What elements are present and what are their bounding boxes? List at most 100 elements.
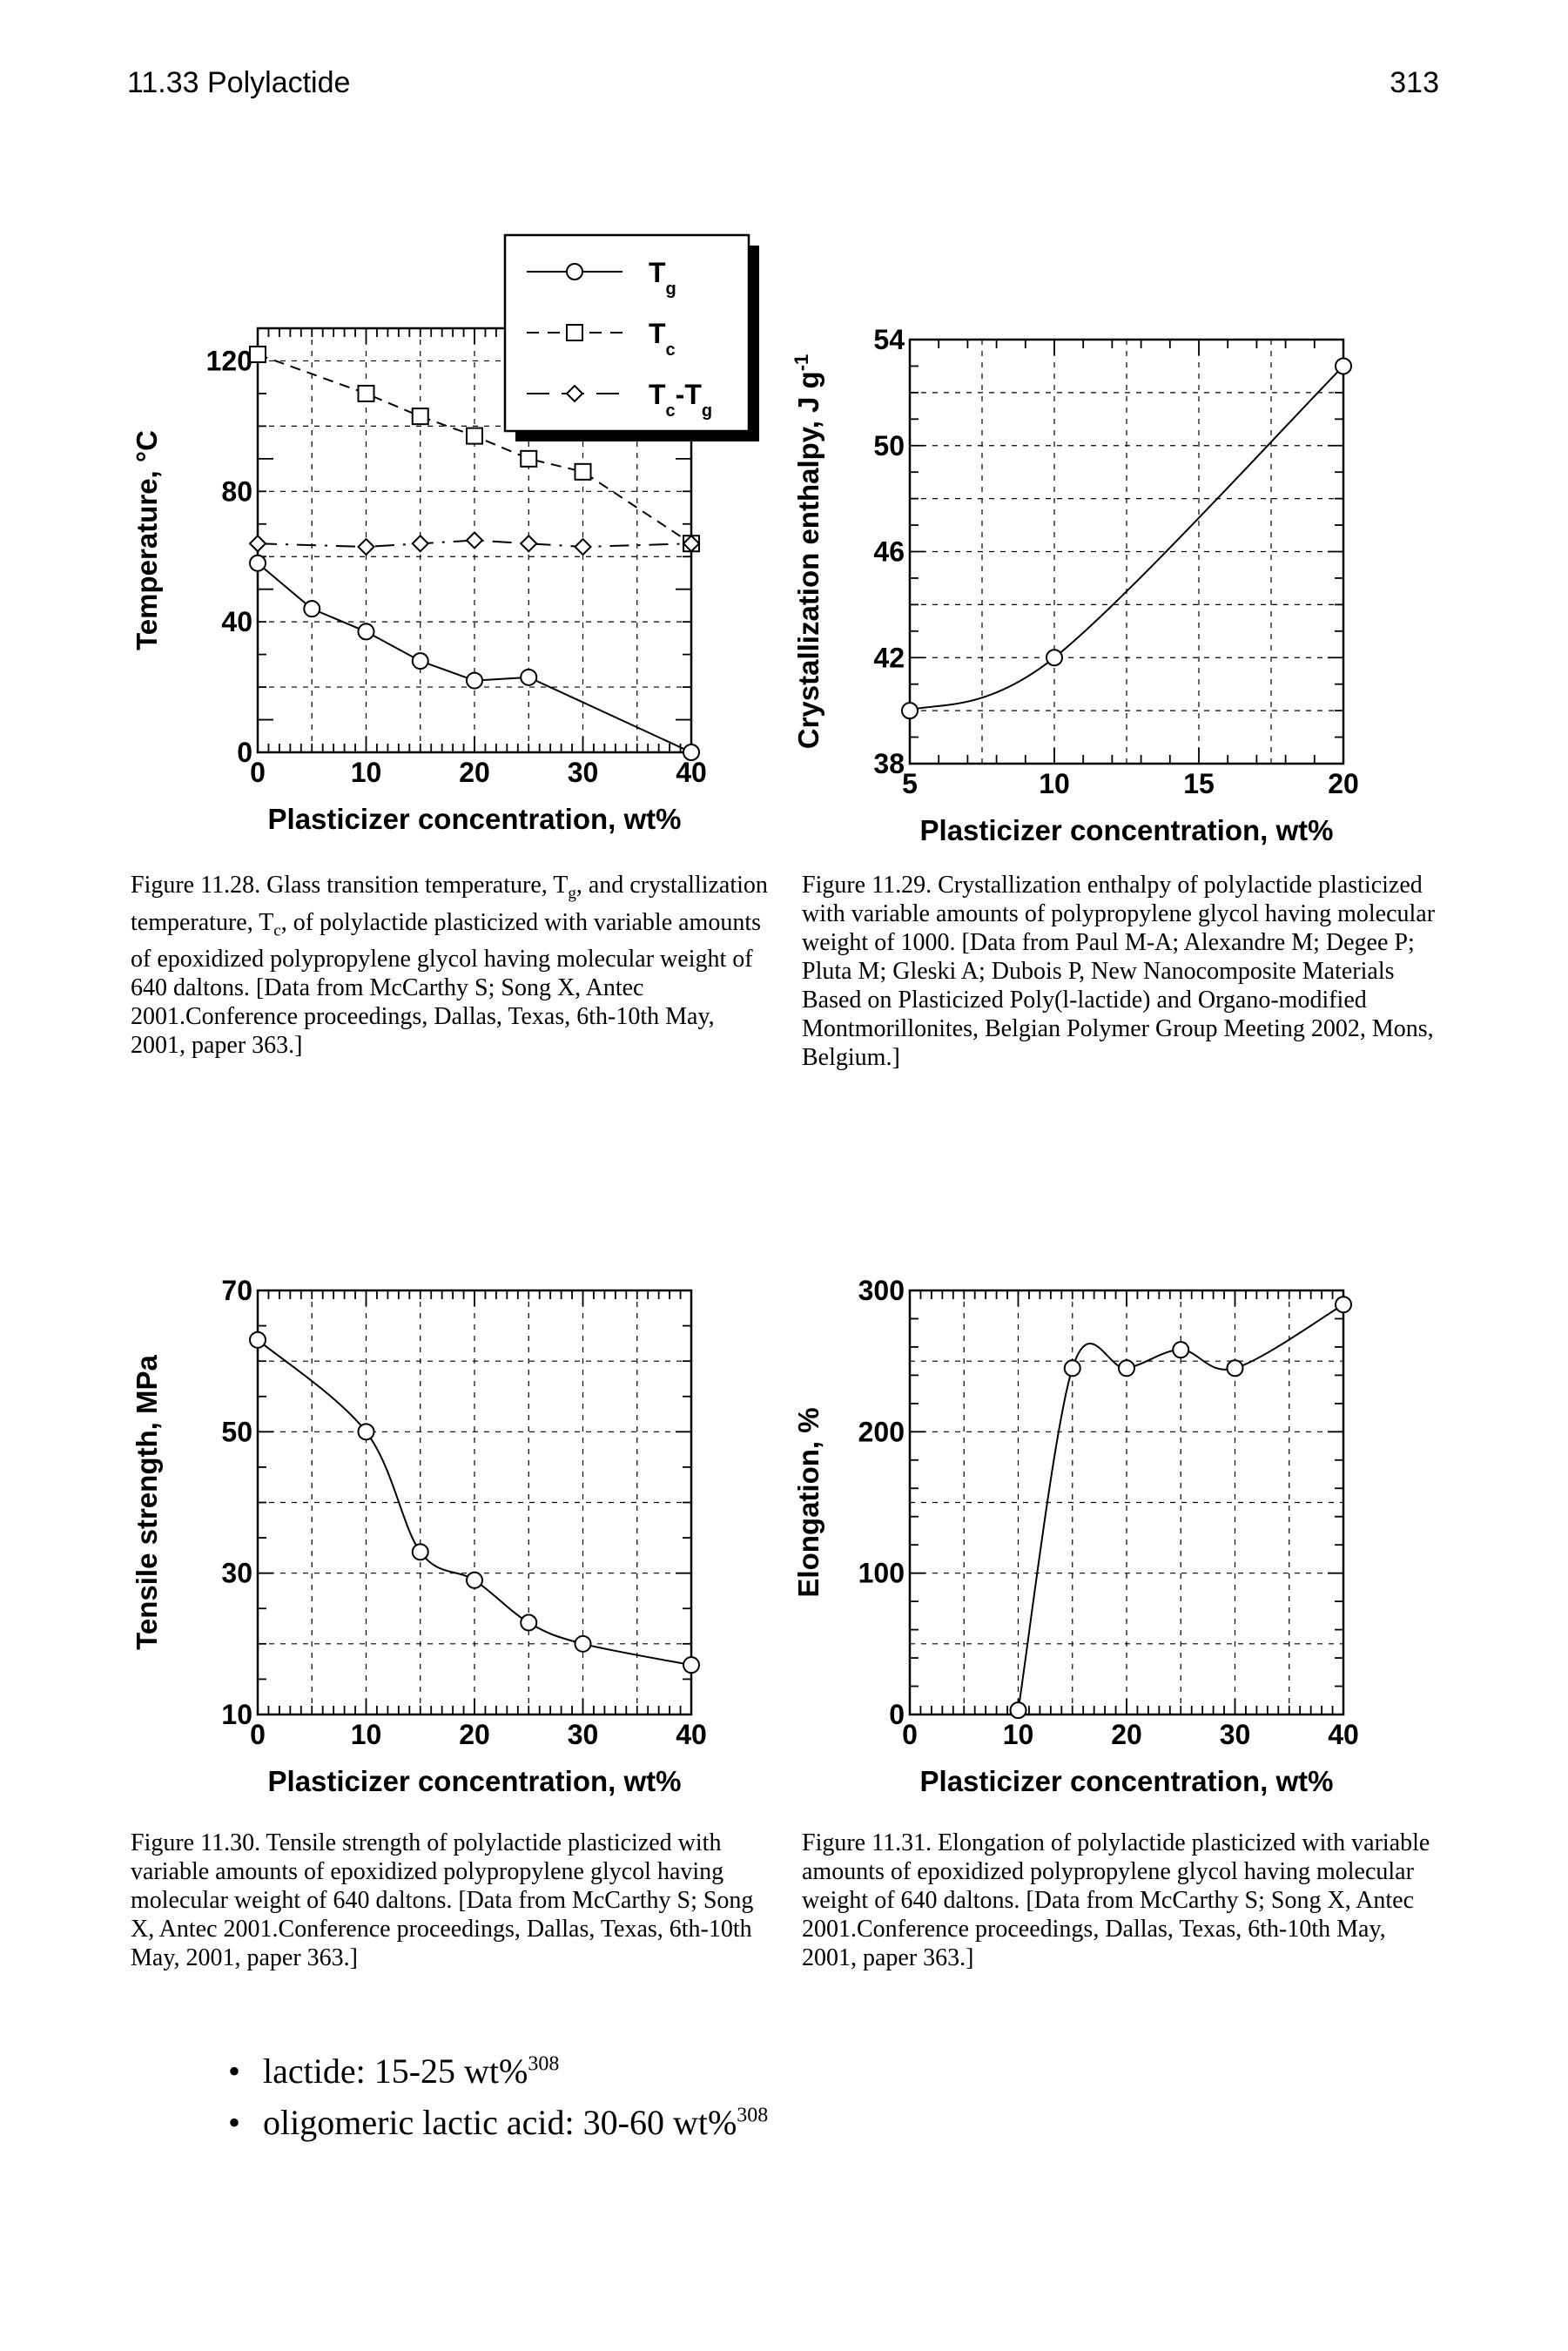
- legend-label: Tc-Tg: [649, 379, 712, 421]
- y-tick-label: 42: [873, 642, 905, 673]
- y-tick-label: 38: [873, 748, 905, 779]
- series-1: [1009, 1296, 1352, 1720]
- data-point: [249, 345, 266, 363]
- bullet-item: lactide: 15-25 wt%308: [228, 2051, 768, 2092]
- x-tick-label: 30: [568, 1719, 599, 1750]
- data-point: [566, 324, 583, 341]
- y-tick-label: 46: [873, 536, 905, 568]
- series-1: [249, 1330, 700, 1674]
- legend-box: [503, 233, 750, 433]
- y-axis-label: Tensile strength, MPa: [131, 1355, 163, 1650]
- y-tick-label: 30: [221, 1558, 252, 1589]
- y-axis-label: Temperature, °C: [131, 430, 163, 650]
- data-point: [574, 537, 592, 556]
- legend-subscript: c: [666, 401, 676, 421]
- y-tick-label: 50: [221, 1416, 252, 1447]
- x-tick-label: 40: [1328, 1719, 1359, 1750]
- y-tick-label: 200: [858, 1416, 905, 1447]
- y-tick-label: 54: [873, 324, 905, 355]
- legend-subscript: g: [666, 280, 676, 299]
- data-point: [683, 1656, 700, 1674]
- grid: [910, 340, 1343, 764]
- x-tick-label: 40: [676, 1719, 707, 1750]
- data-point: [1046, 649, 1063, 667]
- series-1: [901, 357, 1352, 720]
- x-tick-label: 5: [902, 768, 918, 799]
- caption-figure-11-30: Figure 11.30. Tensile strength of polyla…: [131, 1829, 775, 1972]
- data-point: [519, 534, 538, 553]
- x-axis-label: Plasticizer concentration, wt%: [920, 1765, 1334, 1797]
- data-point: [411, 1543, 429, 1561]
- data-point: [574, 462, 592, 481]
- series-3: [248, 531, 701, 556]
- data-point: [565, 384, 584, 403]
- tick-marks: [909, 339, 1344, 765]
- legend-label-part: -T: [676, 379, 703, 410]
- data-point: [411, 534, 430, 553]
- running-header: 11.33 Polylactide: [127, 66, 351, 99]
- data-point: [683, 744, 700, 761]
- caption-text: Figure 11.30. Tensile strength of polyla…: [131, 1829, 754, 1971]
- x-tick-label: 20: [1328, 768, 1359, 799]
- grid: [910, 1290, 1343, 1714]
- data-point: [466, 427, 483, 445]
- x-tick-label: 10: [351, 757, 382, 788]
- y-tick-label: 120: [206, 345, 252, 376]
- series-1: [249, 554, 700, 761]
- legend-subscript: c: [666, 340, 676, 360]
- bullet-list: lactide: 15-25 wt%308 oligomeric lactic …: [228, 2051, 768, 2153]
- x-tick-label: 10: [1003, 1719, 1034, 1750]
- data-point: [465, 531, 484, 549]
- tick-marks: [257, 1290, 692, 1715]
- x-tick-label: 15: [1183, 768, 1215, 799]
- data-point: [1009, 1701, 1027, 1720]
- x-tick-label: 0: [250, 757, 266, 788]
- data-point: [1226, 1359, 1244, 1378]
- data-point: [248, 534, 267, 553]
- data-point: [520, 1613, 538, 1632]
- x-axis-label: Plasticizer concentration, wt%: [268, 803, 682, 835]
- x-tick-label: 0: [250, 1719, 266, 1750]
- tick-marks: [909, 1290, 1344, 1715]
- y-axis-label-superscript: -1: [791, 354, 812, 372]
- data-point: [682, 534, 701, 553]
- page-number: 313: [1390, 66, 1439, 99]
- grid: [258, 1290, 691, 1714]
- x-tick-label: 10: [1039, 768, 1070, 799]
- caption-subscript: c: [273, 921, 281, 940]
- y-tick-label: 10: [221, 1699, 252, 1730]
- y-tick-label: 100: [858, 1558, 905, 1589]
- series-line: [909, 365, 1344, 712]
- data-point: [411, 408, 429, 426]
- y-tick-label: 80: [221, 475, 252, 507]
- x-tick-label: 30: [1220, 1719, 1251, 1750]
- data-point: [1172, 1341, 1190, 1359]
- data-point: [303, 600, 321, 618]
- x-tick-label: 20: [1111, 1719, 1142, 1750]
- x-axis-label: Plasticizer concentration, wt%: [268, 1765, 682, 1797]
- data-point: [520, 449, 538, 468]
- x-axis-label: Plasticizer concentration, wt%: [920, 814, 1334, 846]
- y-tick-label: 50: [873, 430, 905, 461]
- data-point: [466, 1571, 483, 1589]
- x-tick-label: 20: [459, 757, 490, 788]
- data-point: [574, 1634, 592, 1653]
- data-point: [249, 1330, 266, 1349]
- caption-text: Figure 11.28. Glass transition temperatu…: [131, 872, 569, 899]
- caption-text: Figure 11.29. Crystallization enthalpy o…: [802, 872, 1436, 1071]
- y-tick-label: 300: [858, 1275, 905, 1306]
- bullet-item: oligomeric lactic acid: 30-60 wt%308: [228, 2102, 768, 2143]
- y-tick-label: 70: [221, 1275, 252, 1306]
- data-point: [357, 537, 375, 556]
- data-point: [520, 668, 538, 686]
- data-point: [357, 623, 375, 641]
- data-point: [1063, 1359, 1081, 1378]
- x-tick-label: 0: [902, 1719, 918, 1750]
- data-point: [566, 263, 583, 280]
- data-point: [357, 1423, 375, 1441]
- caption-subscript: g: [568, 884, 576, 903]
